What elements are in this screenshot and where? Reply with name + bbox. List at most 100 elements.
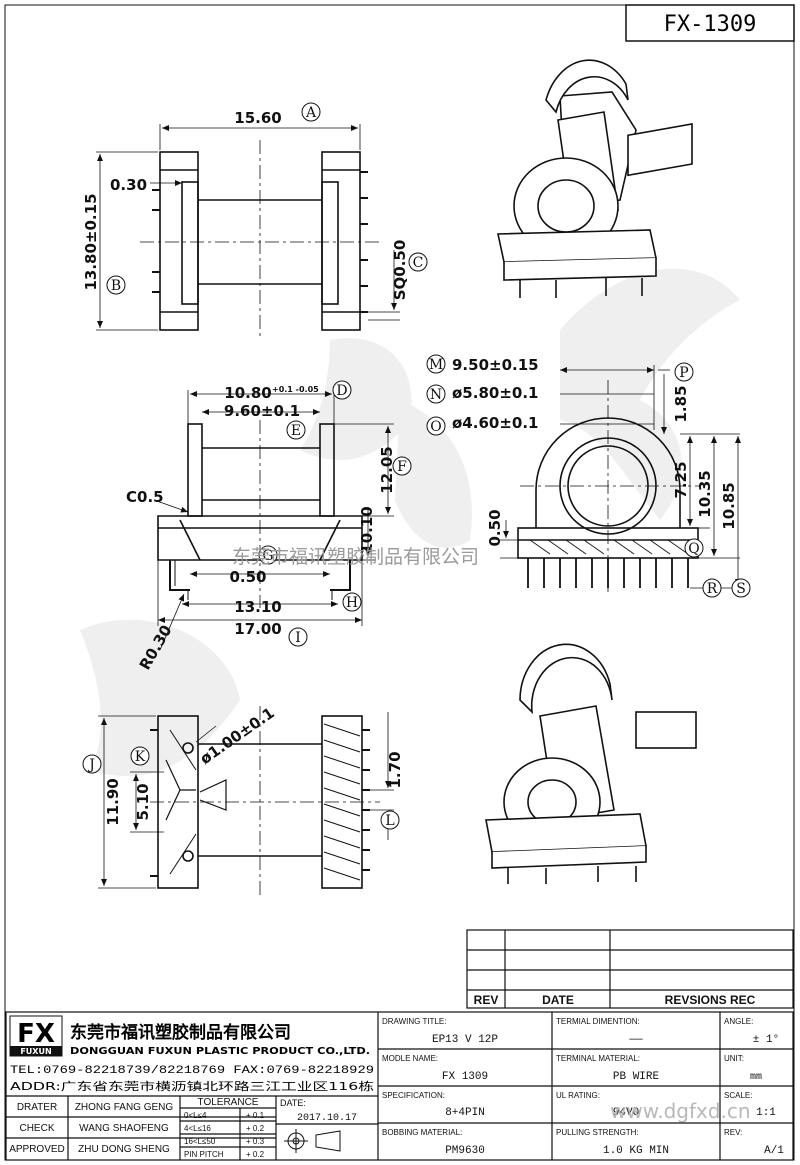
- calligraphy-watermark: [80, 268, 740, 777]
- svg-text:K: K: [135, 749, 146, 765]
- part-number: FX-1309: [664, 12, 757, 37]
- company-name-cn: 东莞市福讯塑胶制品有限公司: [70, 1022, 291, 1043]
- model-name-label: MODLE NAME:: [382, 1054, 438, 1063]
- tolerance-value-3: + 0.3: [246, 1137, 265, 1146]
- pulling-strength-value: 1.0 KG MIN: [603, 1145, 669, 1157]
- front-view: [500, 365, 741, 592]
- tolerance-range-1: 0<L≤4: [184, 1111, 207, 1120]
- company-address: ADDR:广东省东莞市横沥镇北环路三江工业区116栋: [10, 1079, 374, 1093]
- logo-sub-band: [10, 1046, 62, 1056]
- ul-rating-label: UL RATING:: [556, 1091, 600, 1100]
- specification-label: SPECIFICATION:: [382, 1091, 445, 1100]
- approved-name: ZHU DONG SHENG: [78, 1144, 170, 1155]
- dim-u-value: 0.50: [486, 509, 504, 546]
- rev-header: REV: [474, 993, 499, 1007]
- dim-w-value: 11.90: [104, 778, 122, 825]
- approved-label: APPROVED: [9, 1144, 65, 1155]
- unit-value: mm: [750, 1072, 762, 1083]
- revision-table: [466, 929, 794, 1009]
- company-tel: TEL:0769-82218739/82218769 FAX:0769-8221…: [10, 1065, 374, 1077]
- model-name-value: FX 1309: [442, 1071, 488, 1083]
- dim-x-value: 5.10: [134, 783, 152, 820]
- watermark-text: 东莞市福讯塑胶制品有限公司: [232, 546, 479, 568]
- dim-t-value: 10.85: [720, 482, 738, 529]
- dim-s-value: 10.35: [696, 470, 714, 517]
- dim-e-tolerance: +0.1 -0.05: [272, 385, 319, 394]
- check-name: WANG SHAOFENG: [79, 1123, 169, 1134]
- terminal-dimention-label: TERMIAL DIMENTION:: [556, 1017, 640, 1026]
- dim-y-value: 1.70: [386, 751, 404, 788]
- terminal-material-label: TERMINAL MATERIAL:: [556, 1054, 640, 1063]
- svg-text:I: I: [295, 630, 301, 646]
- dim-d-value: SQ0.50: [391, 240, 409, 301]
- svg-text:Q: Q: [688, 541, 699, 557]
- check-label: CHECK: [19, 1123, 54, 1134]
- svg-text:B: B: [111, 278, 121, 294]
- pulling-strength-label: PULLING STRENGTH:: [556, 1128, 639, 1137]
- drater-name: ZHONG FANG GENG: [75, 1102, 174, 1113]
- tolerance-range-4: PIN PITCH: [184, 1150, 224, 1159]
- projection-symbol-icon: [284, 1129, 341, 1153]
- date-header: DATE: [542, 993, 574, 1007]
- svg-text:C: C: [413, 255, 424, 271]
- dim-o-value: ø5.80±0.1: [452, 384, 538, 402]
- unit-label: UNIT:: [724, 1054, 744, 1063]
- tolerance-value-1: + 0.1: [246, 1111, 265, 1120]
- tolerance-range-2: 4<L≤16: [184, 1124, 211, 1133]
- revisions-header: REVSIONS REC: [665, 993, 756, 1007]
- bottom-view: [98, 706, 394, 898]
- logo: FX: [17, 1019, 55, 1049]
- dim-f-value: 9.60±0.1: [224, 402, 300, 420]
- svg-text:A: A: [305, 105, 317, 121]
- dim-g-value: 12.05: [378, 446, 396, 493]
- rev-value: A/1: [764, 1145, 784, 1157]
- dim-n-value: 9.50±0.15: [452, 356, 539, 374]
- tolerance-value-4: + 0.2: [246, 1150, 265, 1159]
- dim-k-value: 13.10: [234, 598, 281, 616]
- top-view: [96, 124, 400, 340]
- svg-text:O: O: [430, 419, 441, 435]
- dim-i-value: C0.5: [126, 488, 164, 506]
- tolerance-range-3: 16<L≤50: [184, 1137, 216, 1146]
- tolerance-value-2: + 0.2: [246, 1124, 265, 1133]
- website-watermark: www.dgfxd.cn: [610, 1099, 751, 1123]
- bobbing-material-label: BOBBING MATERIAL:: [382, 1128, 462, 1137]
- specification-value: 8+4PIN: [445, 1107, 485, 1119]
- callouts: [82, 102, 751, 830]
- svg-text:E: E: [291, 423, 301, 439]
- dim-h-value: 10.10: [358, 506, 376, 553]
- svg-text:R: R: [707, 581, 718, 597]
- ul-rating-value: 94V0: [613, 1107, 639, 1119]
- svg-text:F: F: [397, 459, 407, 475]
- dim-l-value: 17.00: [234, 620, 281, 638]
- drawing-title-label: DRAWING TITLE:: [382, 1017, 446, 1026]
- tolerance-title: TOLERANCE: [198, 1097, 259, 1108]
- dim-a-value: 15.60: [234, 109, 281, 127]
- scale-label: SCALE:: [724, 1091, 752, 1100]
- side-view: [153, 390, 394, 651]
- terminal-material-value: PB WIRE: [613, 1071, 660, 1083]
- dim-c-value: 0.30: [110, 176, 147, 194]
- callout-letters: A B C D E F G H I J K L M N O P Q R S: [87, 105, 746, 829]
- dim-p-value: ø4.60±0.1: [452, 414, 538, 432]
- dim-j-value: 0.50: [229, 568, 266, 586]
- svg-text:G: G: [262, 548, 273, 564]
- isometric-view-bottom: [485, 643, 697, 884]
- drawing-title-value: EP13 V 12P: [432, 1034, 498, 1046]
- svg-text:N: N: [430, 387, 442, 403]
- date-label: DATE:: [280, 1098, 306, 1108]
- company-name-en: DONGGUAN FUXUN PLASTIC PRODUCT CO.,LTD.: [70, 1046, 370, 1057]
- dim-e-value: 10.80: [224, 384, 271, 402]
- svg-text:J: J: [87, 757, 95, 773]
- angle-label: ANGLE:: [724, 1017, 753, 1026]
- svg-text:H: H: [346, 595, 358, 611]
- isometric-view-top: [497, 59, 693, 298]
- svg-text:S: S: [736, 581, 746, 597]
- angle-value: ± 1°: [753, 1034, 779, 1046]
- svg-text:D: D: [336, 383, 347, 399]
- title-block-grid: [5, 1011, 794, 1161]
- bobbing-material-value: PM9630: [445, 1145, 485, 1157]
- svg-text:L: L: [385, 813, 394, 829]
- terminal-dimention-value: ——: [628, 1034, 643, 1046]
